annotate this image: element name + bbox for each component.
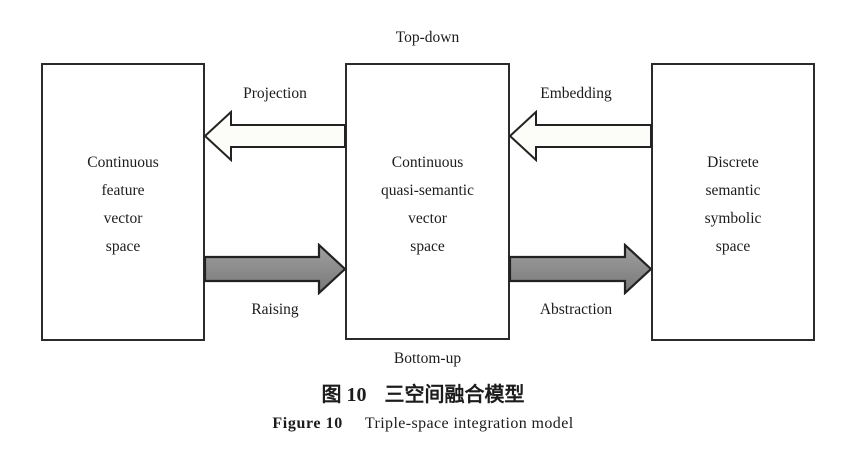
- figure-number-zh: 图 10: [321, 384, 367, 406]
- box-line: feature: [101, 182, 145, 199]
- bottom-up-label: Bottom-up: [393, 350, 462, 367]
- raising-right-arrow-icon: [203, 243, 347, 295]
- box-line: Continuous: [391, 153, 464, 171]
- figure-caption-english: Figure 10 Triple-space integration model: [0, 413, 846, 434]
- figure-title-en: Triple-space integration model: [364, 415, 574, 432]
- box-line: semantic: [705, 182, 761, 199]
- discrete-semantic-symbolic-space-box: Discrete semantic symbolic space: [651, 63, 815, 341]
- figure-caption: 图 10 三空间融合模型 Figure 10 Triple-space integr…: [0, 381, 846, 434]
- box-line: vector: [103, 210, 143, 227]
- continuous-quasi-semantic-vector-space-box: Continuous quasi-semantic vector space: [345, 63, 510, 340]
- box-line: space: [105, 238, 141, 255]
- box-text: Continuous quasi-semantic vector space: [381, 149, 474, 261]
- projection-arrow-label: Projection: [243, 85, 307, 102]
- top-down-label: Top-down: [395, 29, 460, 46]
- box-line: quasi-semantic: [381, 181, 474, 199]
- box-line: Discrete: [707, 154, 759, 171]
- figure-caption-chinese: 图 10 三空间融合模型: [0, 381, 846, 408]
- continuous-feature-vector-space-box: Continuous feature vector space: [41, 63, 205, 341]
- figure-title-zh: 三空间融合模型: [384, 382, 525, 406]
- box-text: Continuous feature vector space: [87, 149, 158, 261]
- abstraction-arrow-label: Abstraction: [539, 301, 613, 318]
- projection-left-arrow-icon: [203, 110, 346, 162]
- raising-arrow-label: Raising: [251, 301, 299, 318]
- figure-number-en: Figure 10: [272, 415, 343, 432]
- abstraction-right-arrow-icon: [508, 243, 653, 295]
- box-line: space: [715, 238, 751, 255]
- embedding-left-arrow-icon: [508, 110, 652, 162]
- box-line: vector: [408, 209, 447, 227]
- embedding-arrow-label: Embedding: [540, 85, 612, 102]
- box-line: space: [410, 237, 445, 255]
- box-text: Discrete semantic symbolic space: [705, 149, 762, 261]
- box-line: Continuous: [87, 154, 159, 171]
- box-line: symbolic: [704, 210, 762, 227]
